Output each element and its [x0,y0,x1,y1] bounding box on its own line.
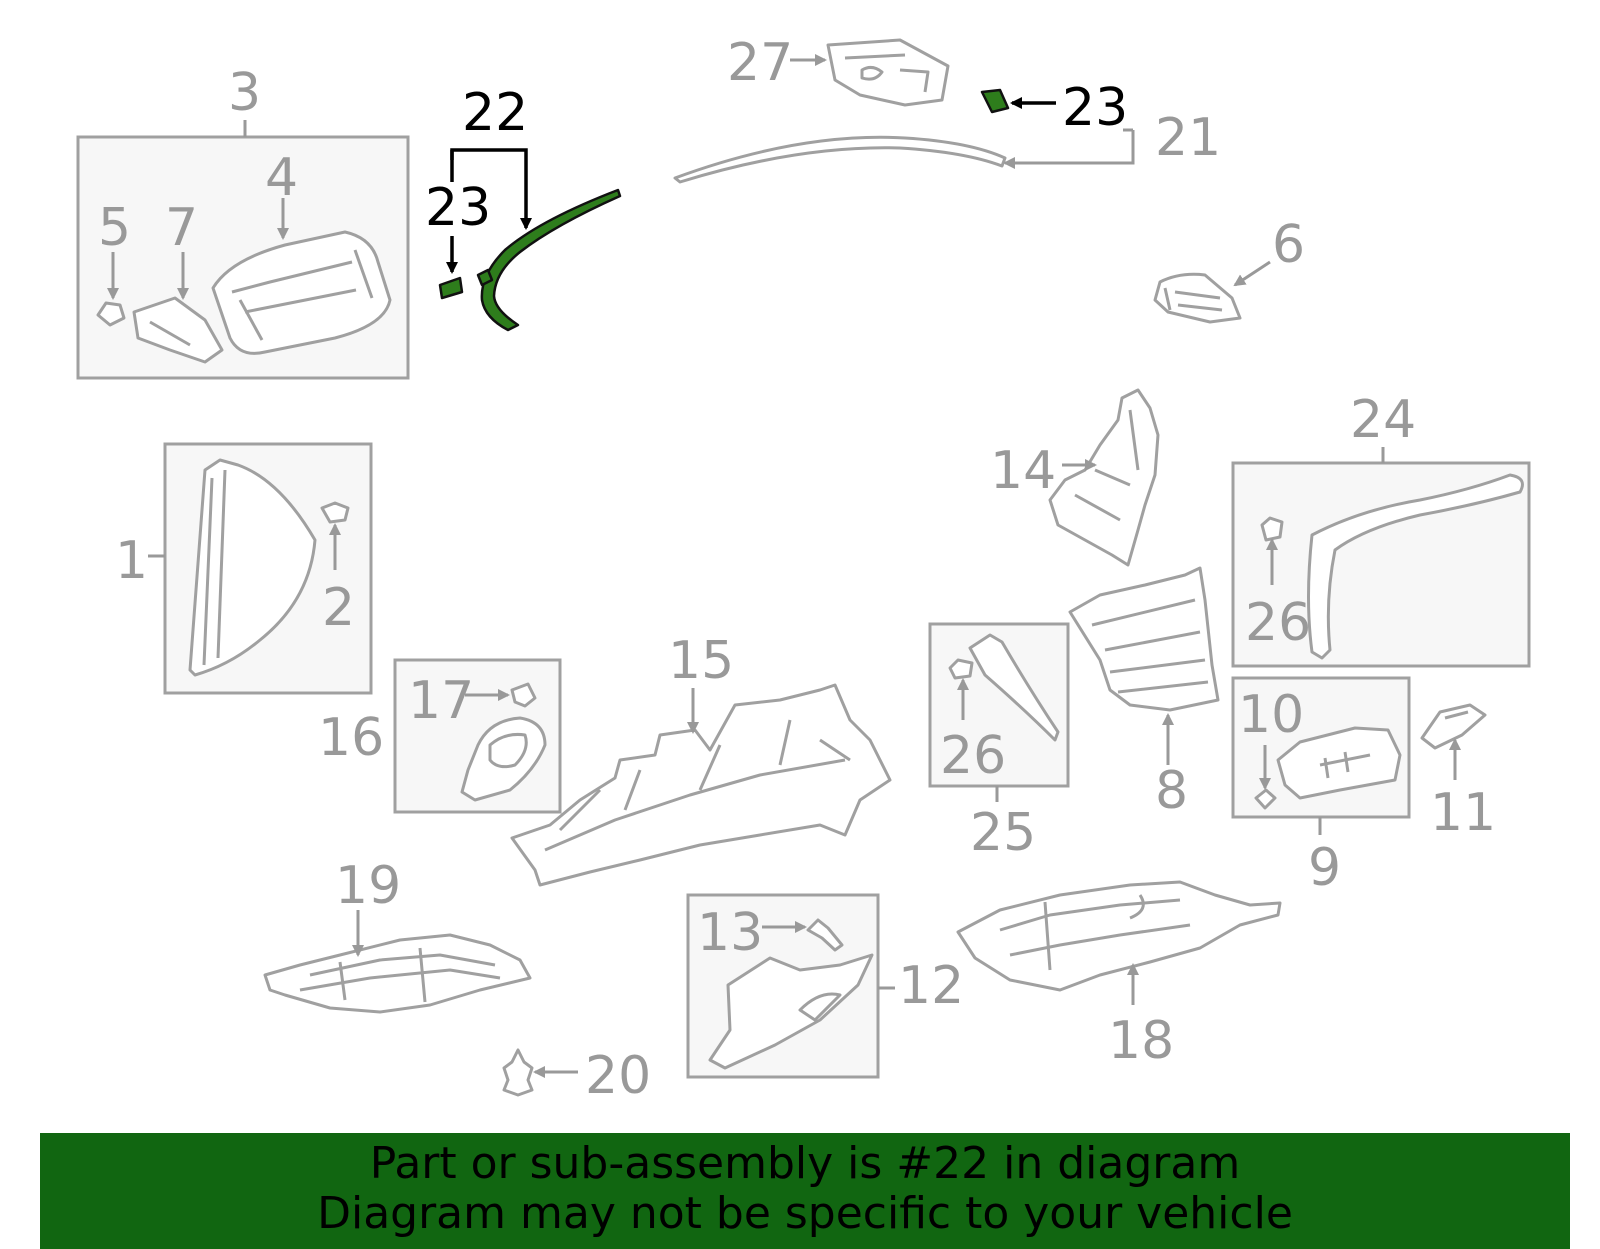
part-14-bracket[interactable]: 14 [990,388,1160,567]
part-8-console-trim[interactable]: 8 [1068,566,1220,821]
part-23-clip-left [438,276,464,300]
callout-22: 22 [462,83,528,143]
group-3-dash-panel[interactable]: 3 4 7 5 [76,63,410,380]
callout-2: 2 [322,578,355,638]
callout-4: 4 [265,148,298,208]
group-12-glove-box[interactable]: 12 13 [686,893,964,1079]
callout-5: 5 [98,198,131,258]
part-26-clip-right [1260,516,1284,542]
callout-25: 25 [970,803,1036,863]
part-22-highlighted-molding[interactable]: 22 23 [425,83,622,332]
part-19-insulator[interactable]: 19 [263,856,532,1014]
callout-27: 27 [727,33,793,93]
part-26-clip-left [948,658,974,680]
callout-26-left: 26 [940,726,1006,786]
group-24-pillar-garnish[interactable]: 24 26 [1231,390,1531,668]
callout-8: 8 [1155,761,1188,821]
part-6-air-vent[interactable]: 6 [1153,215,1305,324]
callout-23-left: 23 [425,178,491,238]
banner-line-1: Part or sub-assembly is #22 in diagram [369,1138,1241,1189]
part-21-windshield-molding[interactable]: 21 [673,108,1221,184]
banner-line-2: Diagram may not be specific to your vehi… [317,1188,1293,1239]
part-15-console[interactable]: 15 [510,631,892,887]
part-17-clip [510,682,537,708]
part-5-clip [96,301,126,327]
group-1-pillar-trim[interactable]: 1 2 [115,442,373,695]
part-11-switch[interactable]: 11 [1420,703,1496,843]
callout-11: 11 [1430,783,1496,843]
callout-18: 18 [1108,1011,1174,1071]
part-7-trim-piece [132,296,224,364]
callout-16: 16 [318,708,384,768]
callout-19: 19 [335,856,401,916]
part-27[interactable]: 27 [727,33,950,107]
callout-26-right: 26 [1245,593,1311,653]
part-13-screw [806,918,844,952]
part-2-clip [320,501,350,524]
callout-12: 12 [898,956,964,1016]
callout-13: 13 [697,903,763,963]
part-10-clip [1254,788,1277,810]
callout-20: 20 [585,1046,651,1106]
callout-21: 21 [1155,108,1221,168]
callout-23-right: 23 [1062,78,1128,138]
callout-24: 24 [1350,390,1416,450]
callout-1: 1 [115,531,148,591]
callout-3: 3 [228,63,261,123]
callout-6: 6 [1272,215,1305,275]
info-banner: Part or sub-assembly is #22 in diagram D… [40,1133,1570,1249]
callout-15: 15 [668,631,734,691]
callout-7: 7 [165,198,198,258]
callout-17: 17 [408,671,474,731]
part-20-push-clip[interactable]: 20 [502,1046,651,1106]
group-9-switch-panel[interactable]: 9 10 [1231,676,1411,898]
part-18-floor-panel[interactable]: 18 [956,880,1282,1071]
part-23-clip-right[interactable]: 23 [980,78,1128,138]
group-16-cover[interactable]: 16 17 [318,658,562,814]
group-25-side-trim[interactable]: 25 26 [928,622,1070,863]
part-22-molding-strip [480,188,622,332]
callout-9: 9 [1308,838,1341,898]
callout-10: 10 [1238,685,1304,745]
callout-14: 14 [990,441,1056,501]
